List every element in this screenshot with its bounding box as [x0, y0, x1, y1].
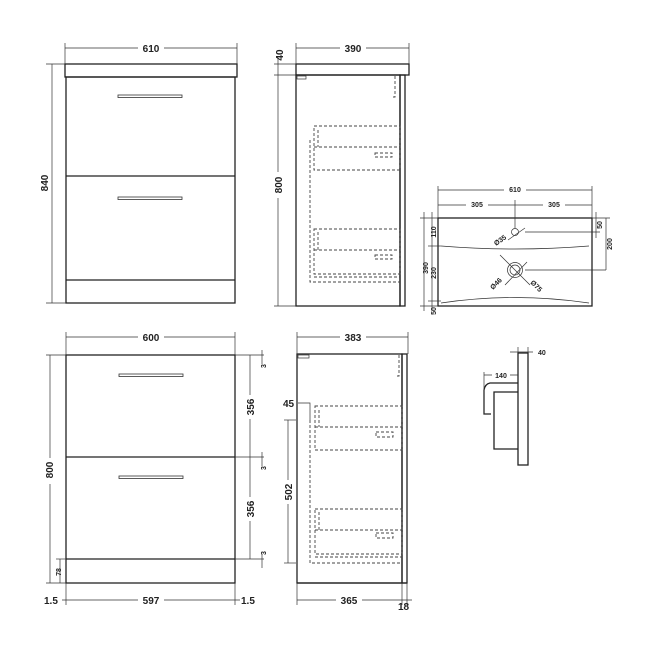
dim-width: 390	[345, 44, 362, 55]
dim-thickness: 40	[538, 350, 546, 357]
dim-plinth: 78	[56, 568, 63, 576]
dim-height: 800	[45, 461, 56, 478]
dim-top-thickness: 40	[275, 49, 286, 61]
tap-hole	[511, 228, 519, 236]
dim-waste-offset: 200	[607, 238, 614, 250]
dim-inner-width: 597	[143, 596, 160, 607]
label-waste-outer: Ø75	[529, 279, 543, 293]
dim-width: 383	[345, 333, 362, 344]
dim-half-left: 305	[471, 202, 483, 209]
label-waste-inner: Ø46	[489, 277, 503, 291]
dim-gap-top: 3	[261, 364, 268, 368]
dim-ridge-back: 230	[431, 267, 438, 279]
bottom-front-view: 600 800 78 3 3 3 356 356 597 1.5 1.5	[43, 331, 268, 607]
dim-width: 610	[509, 187, 521, 194]
basin-profile-view: 40 140	[483, 347, 546, 466]
dim-front-thickness: 18	[398, 602, 410, 613]
top-front-view: 610 840	[40, 42, 238, 304]
dim-gap-mid: 3	[261, 466, 268, 470]
dim-side-left: 1.5	[44, 596, 58, 607]
drawer-handle	[118, 373, 184, 377]
top-side-view: 390 40 800	[272, 42, 410, 307]
basin-plan-view: 610 305 305 Ø35 Ø46 Ø75 390 110 230 50 5…	[420, 184, 614, 315]
dim-width: 600	[143, 333, 160, 344]
drawer-handle	[117, 196, 183, 200]
dim-gap-bottom: 3	[261, 551, 268, 555]
dim-front-ridge: 110	[431, 226, 438, 237]
dim-width: 610	[143, 44, 160, 55]
dim-drawer-stack: 502	[284, 483, 295, 500]
dim-drawer-offset: 45	[283, 399, 295, 410]
dim-height: 840	[40, 174, 51, 191]
drawer-handle	[117, 94, 183, 98]
dim-drawer-1: 356	[246, 398, 257, 415]
cabinet-body	[65, 76, 236, 304]
dim-drawer-2: 356	[246, 500, 257, 517]
bottom-side-view: 383 45 502 365 18	[282, 331, 412, 613]
dim-tap-offset: 50	[597, 221, 604, 229]
basin-top	[64, 63, 238, 78]
dim-half-right: 305	[548, 202, 560, 209]
dim-body-height: 800	[274, 176, 285, 193]
dim-side-right: 1.5	[241, 596, 255, 607]
dim-back-margin: 50	[431, 307, 438, 315]
waste-outer	[507, 262, 523, 278]
drawer-handle	[118, 475, 184, 479]
label-tap-hole: Ø35	[493, 234, 508, 247]
dim-depth: 390	[423, 262, 430, 274]
dim-bowl-depth: 140	[495, 373, 507, 380]
dim-carcass-depth: 365	[341, 596, 358, 607]
